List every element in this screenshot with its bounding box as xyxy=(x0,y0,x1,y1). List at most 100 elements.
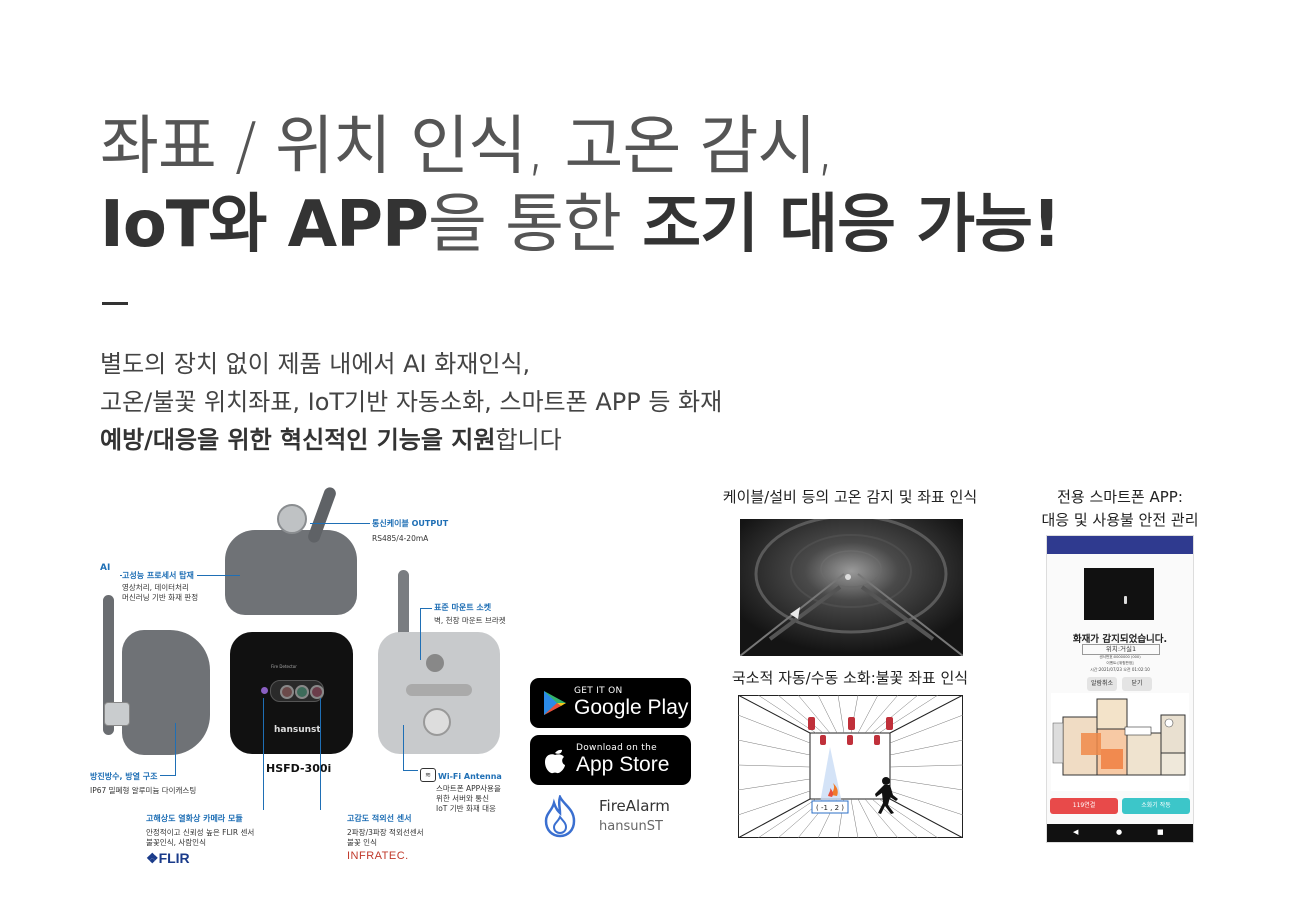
flir-logo: ❖FLIR xyxy=(146,850,190,867)
google-play-big: Google Play xyxy=(574,696,689,719)
room-coordinate: ( -1 , 2 ) xyxy=(816,804,844,812)
device-illustration: Fire Detector hansunst HSFD-300i 통신케이블 O… xyxy=(80,480,540,880)
phone-caption-1: 전용 스마트폰 APP: xyxy=(1057,488,1183,506)
callout-line-ir xyxy=(320,698,321,810)
extinguisher-button[interactable]: 소화기 작동 xyxy=(1122,798,1190,814)
mount-socket xyxy=(426,654,444,672)
intro-line-3: 예방/대응을 위한 혁신적인 기능을 지원합니다 xyxy=(100,420,562,455)
intro-line-1: 별도의 장치 없이 제품 내에서 AI 화재인식, xyxy=(100,350,531,378)
callout-line-mount-v xyxy=(420,608,421,660)
headline-line-2: IoT와 APP을 통한 조기 대응 가능! xyxy=(100,193,1061,257)
phone-camera-preview xyxy=(1084,568,1154,620)
callout-line-wifi-v xyxy=(403,725,404,771)
alert-event: 이벤트:[위험판정] xyxy=(1106,661,1134,665)
infratec-logo: INFRATEC. xyxy=(347,850,409,862)
room-caption: 국소적 자동/수동 소화:불꽃 좌표 인식 xyxy=(731,669,969,687)
camera-lens xyxy=(261,687,268,694)
side-gland xyxy=(104,702,130,726)
mute-alarm-button[interactable]: 알람취소 xyxy=(1087,677,1117,691)
device-model: HSFD-300i xyxy=(266,762,332,775)
antenna-left xyxy=(103,595,114,735)
callout-wifi-title: Wi-Fi Antenna xyxy=(438,772,502,781)
device-face-label: Fire Detector xyxy=(271,664,297,669)
floor-plan xyxy=(1051,693,1189,791)
callout-mount-title: 표준 마운트 소켓 xyxy=(434,603,492,612)
device-back-view xyxy=(378,632,500,754)
callout-ir-title: 고감도 적외선 센서 xyxy=(347,814,412,823)
callout-ai-title: 고성능 프로세서 탑재 xyxy=(122,570,197,581)
google-play-badge[interactable]: GET IT ON Google Play xyxy=(530,678,691,728)
firealarm-logo-icon xyxy=(544,795,576,838)
nav-recent-icon[interactable]: ■ xyxy=(1157,828,1164,836)
tunnel-caption: 케이블/설비 등의 고온 감지 및 좌표 인식 xyxy=(722,488,978,506)
headline-bold-a: IoT와 APP xyxy=(100,188,429,262)
intro-line-3-rest: 합니다 xyxy=(495,426,562,454)
headline-line-1: 좌표 / 위치 인식, 고온 감시, xyxy=(100,110,836,184)
callout-line-output xyxy=(310,523,370,524)
headline-light: 을 통한 xyxy=(427,188,622,262)
room-perspective-diagram: ( -1 , 2 ) xyxy=(738,695,963,838)
callout-wifi-text-1: 스마트폰 APP사용을 xyxy=(436,784,501,793)
flir-logo-text: FLIR xyxy=(158,850,190,866)
close-alert-button[interactable]: 닫기 xyxy=(1122,677,1152,691)
callout-line-wifi xyxy=(403,770,418,771)
alert-time: 시간:2021/07/23 오전 01:02:10 xyxy=(1090,667,1150,672)
app-name: FireAlarm xyxy=(599,797,670,815)
cable-gland xyxy=(277,504,307,534)
callout-wifi-text-2: 위한 서버와 통신 xyxy=(436,794,490,803)
callout-ai-text-2: 머신러닝 기반 화재 판정 xyxy=(122,593,199,602)
callout-wifi-text-3: IoT 기반 화재 대응 xyxy=(436,804,496,813)
flir-logo-mark: ❖ xyxy=(146,850,159,866)
callout-line-ip-v xyxy=(175,723,176,775)
phone-header-bar xyxy=(1047,536,1193,554)
callout-output-title: 통신케이블 OUTPUT xyxy=(372,519,449,528)
callout-camera-text-2: 불꽃인식, 사람인식 xyxy=(146,838,206,847)
google-play-small: GET IT ON xyxy=(574,686,623,696)
app-store-texts: Download on the App Store xyxy=(576,743,669,777)
device-side-view xyxy=(122,630,210,755)
callout-camera-text-1: 안정적이고 신뢰성 높은 FLIR 센서 xyxy=(146,828,255,837)
app-store-big: App Store xyxy=(576,753,670,776)
intro-line-3-bold: 예방/대응을 위한 혁신적인 기능을 지원 xyxy=(100,426,496,454)
ai-chip-icon: AI xyxy=(100,563,111,573)
callout-ip-text: IP67 밀폐형 알루미늄 다이캐스팅 xyxy=(90,786,197,795)
nav-home-icon[interactable]: ● xyxy=(1116,828,1123,836)
callout-ir-text-1: 2파장/3파장 적외선센서 xyxy=(347,828,424,837)
callout-line-camera xyxy=(263,698,264,810)
wifi-icon: ≋ xyxy=(420,768,436,782)
alert-location: 위치:거실1 xyxy=(1082,644,1160,655)
intro-line-2: 고온/불꽃 위치좌표, IoT기반 자동소화, 스마트폰 APP 등 화재 xyxy=(100,388,723,416)
tunnel-thermal-image xyxy=(740,519,963,656)
sensor-lens-1 xyxy=(280,685,294,699)
callout-ai-text-1: 영상처리, 데이터처리 xyxy=(122,583,189,592)
callout-ip-title: 방진방수, 방열 구조 xyxy=(90,771,160,782)
back-gland xyxy=(423,708,451,736)
phone-nav-bar: ◀ ● ■ xyxy=(1047,824,1193,842)
preview-flame-spot xyxy=(1124,596,1127,604)
phone-screen: 화재가 감지되었습니다. 위치:거실1 센서번호:0000000 (000) 이… xyxy=(1046,535,1194,843)
device-front-view: Fire Detector hansunst xyxy=(230,632,353,754)
callout-camera-title: 고해상도 열화상 카메라 모듈 xyxy=(146,814,243,823)
divider-dash xyxy=(102,302,128,305)
app-store-badge[interactable]: Download on the App Store xyxy=(530,735,691,785)
device-top-view xyxy=(225,530,357,615)
callout-ir-text-2: 불꽃 인식 xyxy=(347,838,377,847)
vent-grille xyxy=(406,684,472,696)
google-play-icon xyxy=(544,691,566,715)
headline-bold-b: 조기 대응 가능! xyxy=(620,188,1061,262)
apple-icon xyxy=(545,749,565,774)
phone-caption-2: 대응 및 사용불 안전 관리 xyxy=(1041,511,1199,529)
alert-title: 화재가 감지되었습니다. xyxy=(1072,634,1168,645)
sensor-lens-2 xyxy=(295,685,309,699)
alert-sensor: 센서번호:0000000 (000) xyxy=(1099,655,1141,659)
call-119-button[interactable]: 119연결 xyxy=(1050,798,1118,814)
app-store-small: Download on the xyxy=(576,743,657,753)
google-play-texts: GET IT ON Google Play xyxy=(574,686,688,720)
sensor-lens-3 xyxy=(310,685,324,699)
nav-back-icon[interactable]: ◀ xyxy=(1073,828,1079,836)
app-company: hansunST xyxy=(599,819,663,834)
callout-line-mount xyxy=(420,608,432,609)
tunnel-scene xyxy=(740,519,963,656)
callout-mount-text: 벽, 천장 마운트 브라켓 xyxy=(434,616,506,625)
device-brand: hansunst xyxy=(274,725,321,735)
